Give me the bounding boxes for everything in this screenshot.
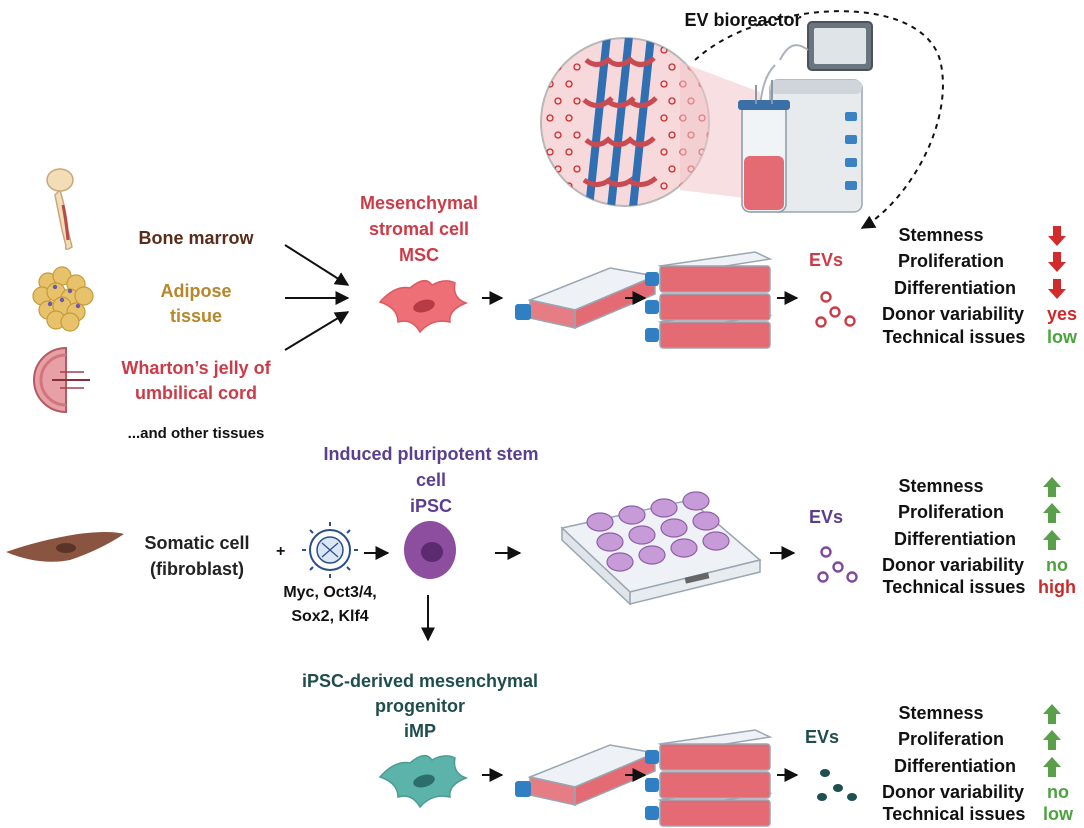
- umbilical-cord-icon: [33, 346, 90, 414]
- ipsc-label-2: cell: [415, 470, 447, 490]
- ipsc-label-3: iPSC: [409, 496, 453, 516]
- label-adipose-1: Adipose: [160, 281, 232, 301]
- multilayer-flask-imp: [644, 729, 771, 827]
- well-plate-icon: [560, 491, 762, 606]
- ipsc-donor-variability-value: no: [1046, 555, 1068, 575]
- plus-sign: +: [276, 543, 286, 560]
- evs-ipsc-icon: [817, 546, 858, 583]
- arrow-bone-marrow: [284, 244, 350, 286]
- ipsc-label-1: Induced pluripotent stem: [323, 444, 539, 464]
- ipsc-technical-issues-value: high: [1038, 577, 1076, 597]
- ipsc-up-arrow-icon: [1043, 530, 1061, 550]
- imp-donor-variability-value: no: [1047, 782, 1069, 802]
- factors-label-1: Myc, Oct3/4,: [283, 584, 377, 601]
- imp-label-3: iMP: [403, 721, 437, 741]
- imp-technical-issues-value: low: [1043, 804, 1073, 824]
- msc-evs-label: EVs: [808, 250, 844, 270]
- msc-down-arrow-icon: [1048, 226, 1066, 246]
- label-wharton-2: umbilical cord: [134, 383, 258, 403]
- imp-up-arrow-icon: [1043, 757, 1061, 777]
- imp-prop-donor-variability: Donor variability: [881, 782, 1025, 802]
- imp-up-arrow-icon: [1043, 704, 1061, 724]
- msc-prop-technical-issues: Technical issues: [882, 327, 1026, 347]
- msc-label-1: Mesenchymal: [359, 193, 479, 213]
- msc-down-arrow-icon: [1048, 279, 1066, 299]
- ipsc-cell-icon: [404, 521, 456, 579]
- imp-label-2: progenitor: [375, 696, 465, 716]
- imp-evs-label: EVs: [804, 727, 840, 747]
- imp-prop-stemness: Stemness: [898, 703, 984, 723]
- msc-prop-differentiation: Differentiation: [893, 278, 1017, 298]
- label-wharton-1: Wharton’s jelly of: [121, 358, 271, 378]
- ipsc-prop-donor-variability: Donor variability: [881, 555, 1025, 575]
- fibroblast-icon: [6, 532, 124, 562]
- ipsc-up-arrow-icon: [1043, 477, 1061, 497]
- msc-down-arrow-icon: [1048, 252, 1066, 272]
- msc-prop-stemness: Stemness: [898, 225, 984, 245]
- imp-prop-differentiation: Differentiation: [893, 756, 1017, 776]
- msc-label-3: MSC: [399, 245, 439, 265]
- arrow-wharton: [284, 311, 350, 351]
- msc-cell-icon: [378, 279, 469, 334]
- imp-prop-proliferation: Proliferation: [897, 729, 1005, 749]
- msc-prop-proliferation: Proliferation: [897, 251, 1005, 271]
- magnified-scaffold-circle: [540, 37, 710, 207]
- ipsc-evs-label: EVs: [808, 507, 844, 527]
- ipsc-prop-proliferation: Proliferation: [897, 502, 1005, 522]
- label-bone-marrow: Bone marrow: [138, 228, 254, 248]
- msc-technical-issues-value: low: [1047, 327, 1077, 347]
- somatic-label-2: (fibroblast): [150, 559, 244, 579]
- magnifier-cone: [680, 62, 760, 200]
- imp-prop-technical-issues: Technical issues: [882, 804, 1026, 824]
- ipsc-prop-technical-issues: Technical issues: [882, 577, 1026, 597]
- evs-msc-icon: [815, 291, 856, 328]
- factors-label-2: Sox2, Klf4: [291, 608, 369, 625]
- diagram-title: EV bioreactor: [684, 10, 802, 30]
- ipsc-prop-differentiation: Differentiation: [893, 529, 1017, 549]
- multilayer-flask-msc: [644, 251, 771, 349]
- scaffold-fibers: [582, 38, 658, 206]
- ipsc-prop-stemness: Stemness: [898, 476, 984, 496]
- bioreactor: [738, 21, 873, 213]
- bone-icon: [46, 168, 74, 250]
- somatic-label-1: Somatic cell: [144, 533, 250, 553]
- imp-up-arrow-icon: [1043, 730, 1061, 750]
- virus-icon: [302, 522, 358, 578]
- label-adipose-2: tissue: [169, 306, 223, 326]
- imp-label-1: iPSC-derived mesenchymal: [301, 671, 539, 691]
- evs-imp-icon: [817, 769, 857, 801]
- msc-prop-donor-variability: Donor variability: [881, 304, 1025, 324]
- label-other-tissues: ...and other tissues: [127, 425, 265, 442]
- bioreactor-dashed-arrow: [694, 10, 944, 229]
- imp-cell-icon: [378, 754, 469, 809]
- msc-label-2: stromal cell: [368, 219, 470, 239]
- msc-donor-variability-value: yes: [1046, 304, 1078, 324]
- adipose-tissue-icon: [32, 266, 94, 332]
- ipsc-up-arrow-icon: [1043, 503, 1061, 523]
